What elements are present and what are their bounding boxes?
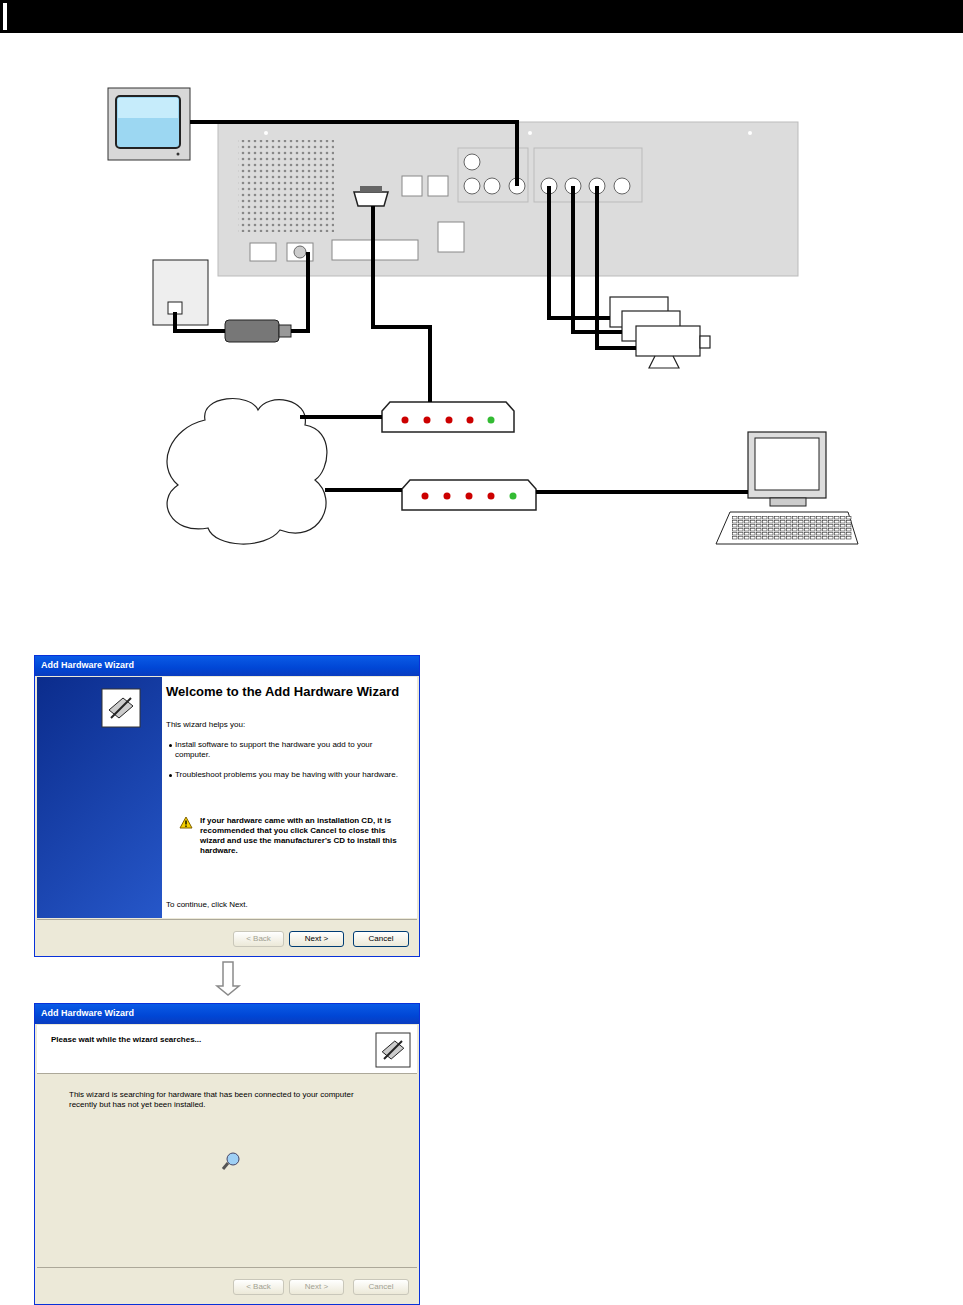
wizard-text: This wizard is searching for hardware th… <box>69 1090 374 1110</box>
side-panel <box>37 677 162 918</box>
button-label: Next > <box>305 1282 328 1292</box>
wizard-text: If your hardware came with an installati… <box>200 816 410 856</box>
hardware-icon <box>375 1032 411 1068</box>
separator <box>37 919 417 920</box>
separator <box>37 1073 417 1074</box>
pc <box>716 432 858 544</box>
button-label: Next > <box>305 934 328 944</box>
wizard-window: Add Hardware WizardPlease wait while the… <box>34 1003 420 1305</box>
router <box>382 402 514 432</box>
wizard-text: This wizard helps you: <box>166 720 406 730</box>
wizard-text: To continue, click Next. <box>166 900 406 910</box>
wizard-text: Please wait while the wizard searches... <box>51 1035 351 1045</box>
dvr-rear-panel <box>218 122 798 276</box>
search-icon <box>221 1150 243 1172</box>
cameras <box>610 297 710 368</box>
bullet-dot <box>169 774 172 777</box>
window-title: Add Hardware Wizard <box>41 660 341 671</box>
window-title: Add Hardware Wizard <box>41 1008 341 1019</box>
tv-monitor <box>108 88 190 160</box>
wall-outlet <box>153 260 208 325</box>
warning-icon <box>179 816 193 829</box>
bullet-dot <box>169 744 172 747</box>
wizard-button: < Back <box>233 931 284 947</box>
header-area <box>37 1025 417 1073</box>
internet-cloud <box>167 399 327 545</box>
header-bar <box>0 0 963 33</box>
cables <box>175 122 748 492</box>
power-adapter <box>225 320 291 342</box>
button-label: Cancel <box>369 1282 394 1292</box>
wizard-text: Install software to support the hardware… <box>175 740 400 760</box>
content-area <box>162 677 417 918</box>
hardware-icon <box>101 688 141 728</box>
wizard-button: Next > <box>289 1279 344 1295</box>
wizard-button: Cancel <box>353 1279 409 1295</box>
wizard-button: < Back <box>233 1279 284 1295</box>
router <box>402 480 536 510</box>
button-label: < Back <box>246 1282 271 1292</box>
flow-arrow <box>217 962 239 995</box>
separator <box>37 1267 417 1268</box>
wizard-window: Add Hardware WizardWelcome to the Add Ha… <box>34 655 420 957</box>
wizard-text: Troubleshoot problems you may be having … <box>175 770 400 780</box>
wizard-text: Welcome to the Add Hardware Wizard <box>166 684 416 700</box>
button-label: < Back <box>246 934 271 944</box>
wizard-button: Next > <box>289 931 344 947</box>
button-label: Cancel <box>369 934 394 944</box>
wizard-button: Cancel <box>353 931 409 947</box>
